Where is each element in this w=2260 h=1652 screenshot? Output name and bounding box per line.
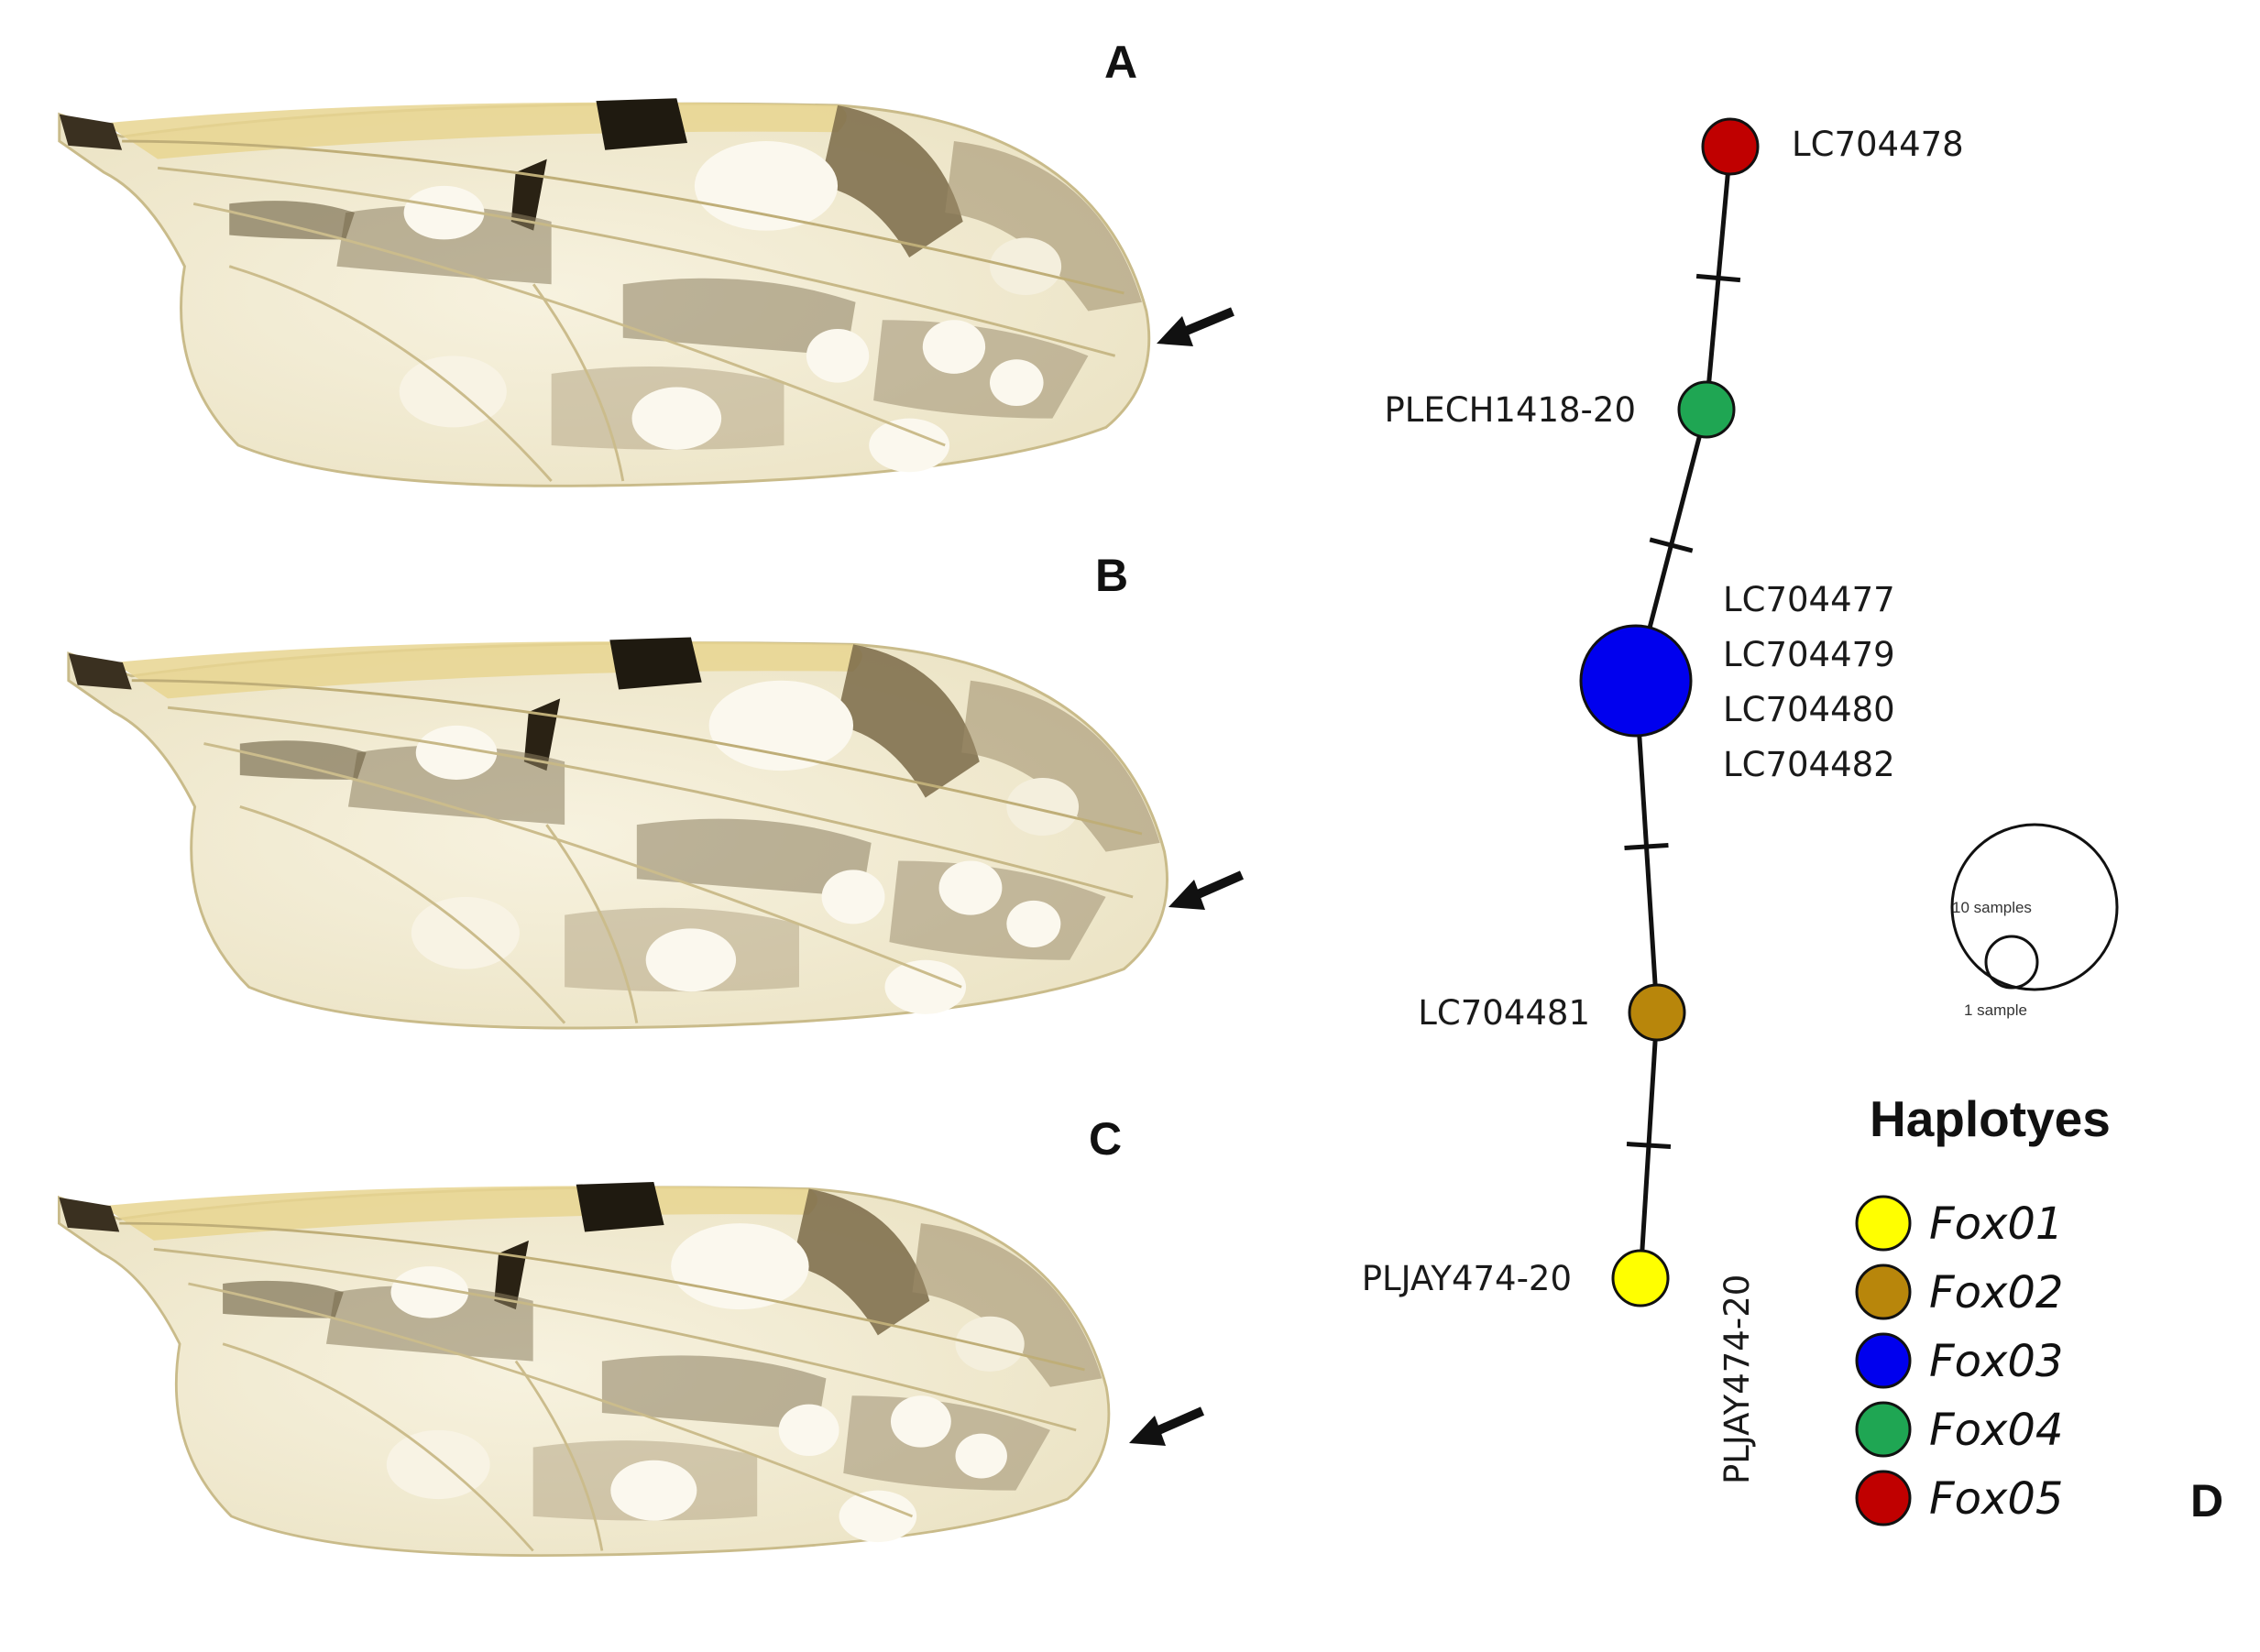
panel-label-b: B: [1095, 550, 1128, 601]
haplotype-node-fox02: [1628, 983, 1686, 1042]
arrow-a: [1157, 307, 1234, 346]
legend-swatch: [1855, 1264, 1912, 1320]
legend-swatch: [1855, 1470, 1912, 1526]
network-nodes: [1579, 117, 1760, 1307]
scale-label-small: 1 sample: [1964, 1001, 2027, 1019]
haplotype-label: LC704477: [1723, 580, 1895, 619]
haplotype-network: LC704478PLECH1418-20LC704477LC704479LC70…: [1362, 117, 1964, 1307]
legend-item-label: Fox05: [1929, 1473, 2063, 1525]
haplotype-node-fox03: [1579, 624, 1693, 738]
wing-photo-b: [67, 635, 1169, 1030]
panel-label-c: C: [1089, 1113, 1122, 1165]
haplotype-label: LC704480: [1723, 690, 1895, 729]
legend-item-label: Fox01: [1929, 1198, 2063, 1250]
haplotype-node-fox04: [1677, 380, 1736, 439]
scale-circle-small: [1984, 935, 2039, 990]
wing-photo-c: [57, 1180, 1111, 1558]
mutation-ticks: [1624, 273, 1741, 1149]
haplotype-label: LC704482: [1723, 745, 1895, 784]
legend-swatch: [1855, 1195, 1912, 1252]
legend-swatch: [1855, 1332, 1912, 1389]
haplotype-label: LC704478: [1792, 125, 1964, 164]
legend-item-label: Fox03: [1929, 1336, 2063, 1387]
haplotype-label: PLJAY474-20: [1362, 1259, 1572, 1298]
panel-label-a: A: [1104, 37, 1137, 88]
mutation-tick: [1626, 1142, 1672, 1149]
sample-size-scale: 10 samples 1 sample: [1950, 823, 2119, 1019]
mutation-tick: [1649, 537, 1694, 553]
rotated-sample-label: PLJAY474-20: [1717, 1275, 1757, 1484]
haplotype-label: LC704479: [1723, 635, 1895, 674]
haplotype-node-fox01: [1611, 1249, 1670, 1307]
arrow-c: [1129, 1406, 1205, 1446]
legend-title: Haplotyes: [1870, 1090, 2111, 1147]
mutation-tick: [1695, 273, 1741, 283]
haplotype-label: PLECH1418-20: [1384, 390, 1636, 430]
wing-photo-a: [58, 96, 1151, 487]
scale-circle-large: [1950, 823, 2119, 991]
legend-item-label: Fox02: [1929, 1267, 2063, 1318]
scale-label-large: 10 samples: [1952, 899, 2032, 916]
mutation-tick: [1624, 842, 1669, 851]
haplotype-node-fox05: [1701, 117, 1760, 176]
network-labels: LC704478PLECH1418-20LC704477LC704479LC70…: [1362, 125, 1964, 1298]
legend-item-label: Fox04: [1929, 1405, 2063, 1456]
haplotype-label: LC704481: [1418, 993, 1590, 1033]
panel-label-d: D: [2190, 1475, 2223, 1526]
arrow-b: [1168, 870, 1245, 910]
legend-swatch: [1855, 1401, 1912, 1458]
